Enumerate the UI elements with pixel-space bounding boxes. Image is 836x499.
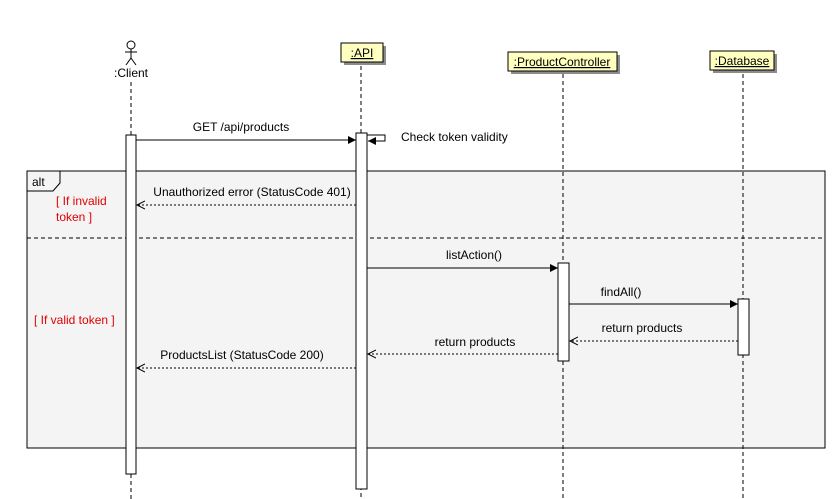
return-products-ctrl-label: return products xyxy=(435,335,516,349)
api-label: :API xyxy=(351,46,374,60)
client-activation xyxy=(125,134,137,475)
controller-object: :ProductController xyxy=(507,51,620,74)
guard-valid: [ If valid token ] xyxy=(34,313,115,327)
guard-invalid-line2: token ] xyxy=(56,210,92,224)
unauthorized-label: Unauthorized error (StatusCode 401) xyxy=(153,185,350,199)
actor-icon xyxy=(125,40,137,66)
check-token-label: Check token validity xyxy=(401,130,508,144)
database-object-box xyxy=(709,50,775,71)
database-label: :Database xyxy=(715,54,770,68)
get-products-label: GET /api/products xyxy=(193,120,290,134)
client-label: :Client xyxy=(114,66,149,80)
return-products-db-label: return products xyxy=(602,321,683,335)
alt-operator-label: alt xyxy=(32,175,45,189)
products-list-label: ProductsList (StatusCode 200) xyxy=(160,348,323,362)
list-action-label: listAction() xyxy=(446,248,502,262)
alt-operator-tab xyxy=(26,170,61,192)
alt-fragment: alt [ If invalid token ] [ If valid toke… xyxy=(26,170,826,449)
find-all-label: findAll() xyxy=(601,285,642,299)
controller-object-box xyxy=(507,51,618,72)
guard-invalid-line1: [ If invalid xyxy=(56,194,107,208)
client-actor: :Client xyxy=(114,40,149,80)
api-activation xyxy=(355,132,368,490)
messages: GET /api/products Check token validity U… xyxy=(136,120,738,368)
activations xyxy=(125,132,750,490)
api-object-box xyxy=(340,42,384,63)
alt-fragment-frame xyxy=(26,170,826,449)
check-token-arrow xyxy=(367,134,386,145)
controller-label: :ProductController xyxy=(514,55,611,69)
api-object: :API xyxy=(340,42,386,65)
database-object: :Database xyxy=(709,50,777,73)
database-activation xyxy=(737,298,750,356)
controller-activation xyxy=(557,262,570,362)
